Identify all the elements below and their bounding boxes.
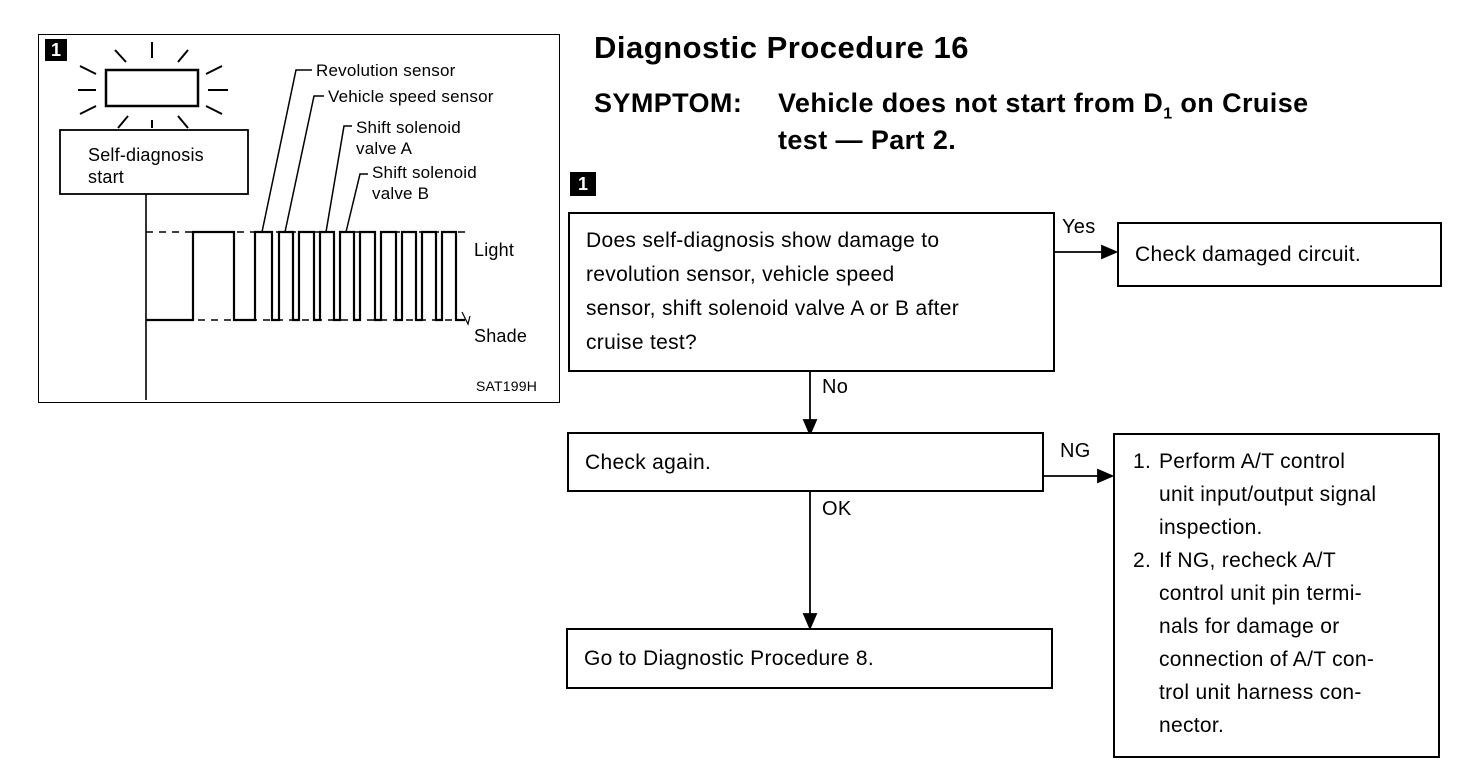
ng-step-2-text: If NG, recheck A/T control unit pin term… <box>1159 549 1375 737</box>
self-diagnosis-figure <box>38 34 560 403</box>
ng-step-1-text: Perform A/T control unit input/output si… <box>1159 450 1377 539</box>
no-label: No <box>822 376 849 398</box>
figure-badge: 1 <box>45 39 67 61</box>
go-to-box: Go to Diagnostic Procedure 8. <box>566 628 1053 689</box>
question-text: Does self-diagnosis show damage to revol… <box>586 229 960 354</box>
symptom-subscript: 1 <box>1163 105 1173 123</box>
vehicle-speed-sensor-label: Vehicle speed sensor <box>328 87 494 106</box>
shift-solenoid-a-label: Shift solenoid valve A <box>356 118 461 158</box>
question-box: Does self-diagnosis show damage to revol… <box>568 212 1055 372</box>
ng-label: NG <box>1060 440 1091 462</box>
annotation-leaders <box>261 69 368 233</box>
symptom-text-end: on Cruise <box>1172 88 1309 118</box>
revolution-sensor-label: Revolution sensor <box>316 61 456 80</box>
lamp-icon <box>104 68 200 108</box>
ng-step-1-num: 1. <box>1133 450 1152 473</box>
signal-waveform <box>146 230 465 322</box>
self-diagnosis-start-box <box>59 129 249 195</box>
light-level-label: Light <box>474 240 515 260</box>
go-to-text: Go to Diagnostic Procedure 8. <box>584 647 875 670</box>
shade-level-label: Shade <box>474 326 528 346</box>
ng-step-1: 1. Perform A/T control unit input/output … <box>1133 445 1433 544</box>
lamp-rays <box>78 42 228 129</box>
yes-label: Yes <box>1062 216 1096 238</box>
shade-tick <box>461 311 471 326</box>
ng-steps-box: 1. Perform A/T control unit input/output … <box>1113 433 1440 758</box>
shift-solenoid-b-label: Shift solenoid valve B <box>372 163 477 203</box>
yes-result-text: Check damaged circuit. <box>1135 243 1362 266</box>
self-diagnosis-start-label: Self-diagnosis start <box>88 145 204 187</box>
page-title: Diagnostic Procedure 16 <box>594 30 970 65</box>
symptom-line-2: test — Part 2. <box>778 125 957 155</box>
symptom-label: SYMPTOM: <box>594 88 743 118</box>
check-again-text: Check again. <box>585 451 712 474</box>
check-again-box: Check again. <box>567 432 1044 492</box>
yes-result-box: Check damaged circuit. <box>1117 222 1442 287</box>
ng-step-2-num: 2. <box>1133 549 1152 572</box>
ng-steps-list: 1. Perform A/T control unit input/output … <box>1133 445 1433 742</box>
ok-label: OK <box>822 498 852 520</box>
step-badge: 1 <box>570 172 596 196</box>
ng-step-2: 2. If NG, recheck A/T control unit pin te… <box>1133 544 1433 742</box>
figure-code: SAT199H <box>476 378 538 394</box>
symptom-line-1: Vehicle does not start from D1 on Cruise <box>778 88 1309 123</box>
symptom-text: Vehicle does not start from D <box>778 88 1164 118</box>
